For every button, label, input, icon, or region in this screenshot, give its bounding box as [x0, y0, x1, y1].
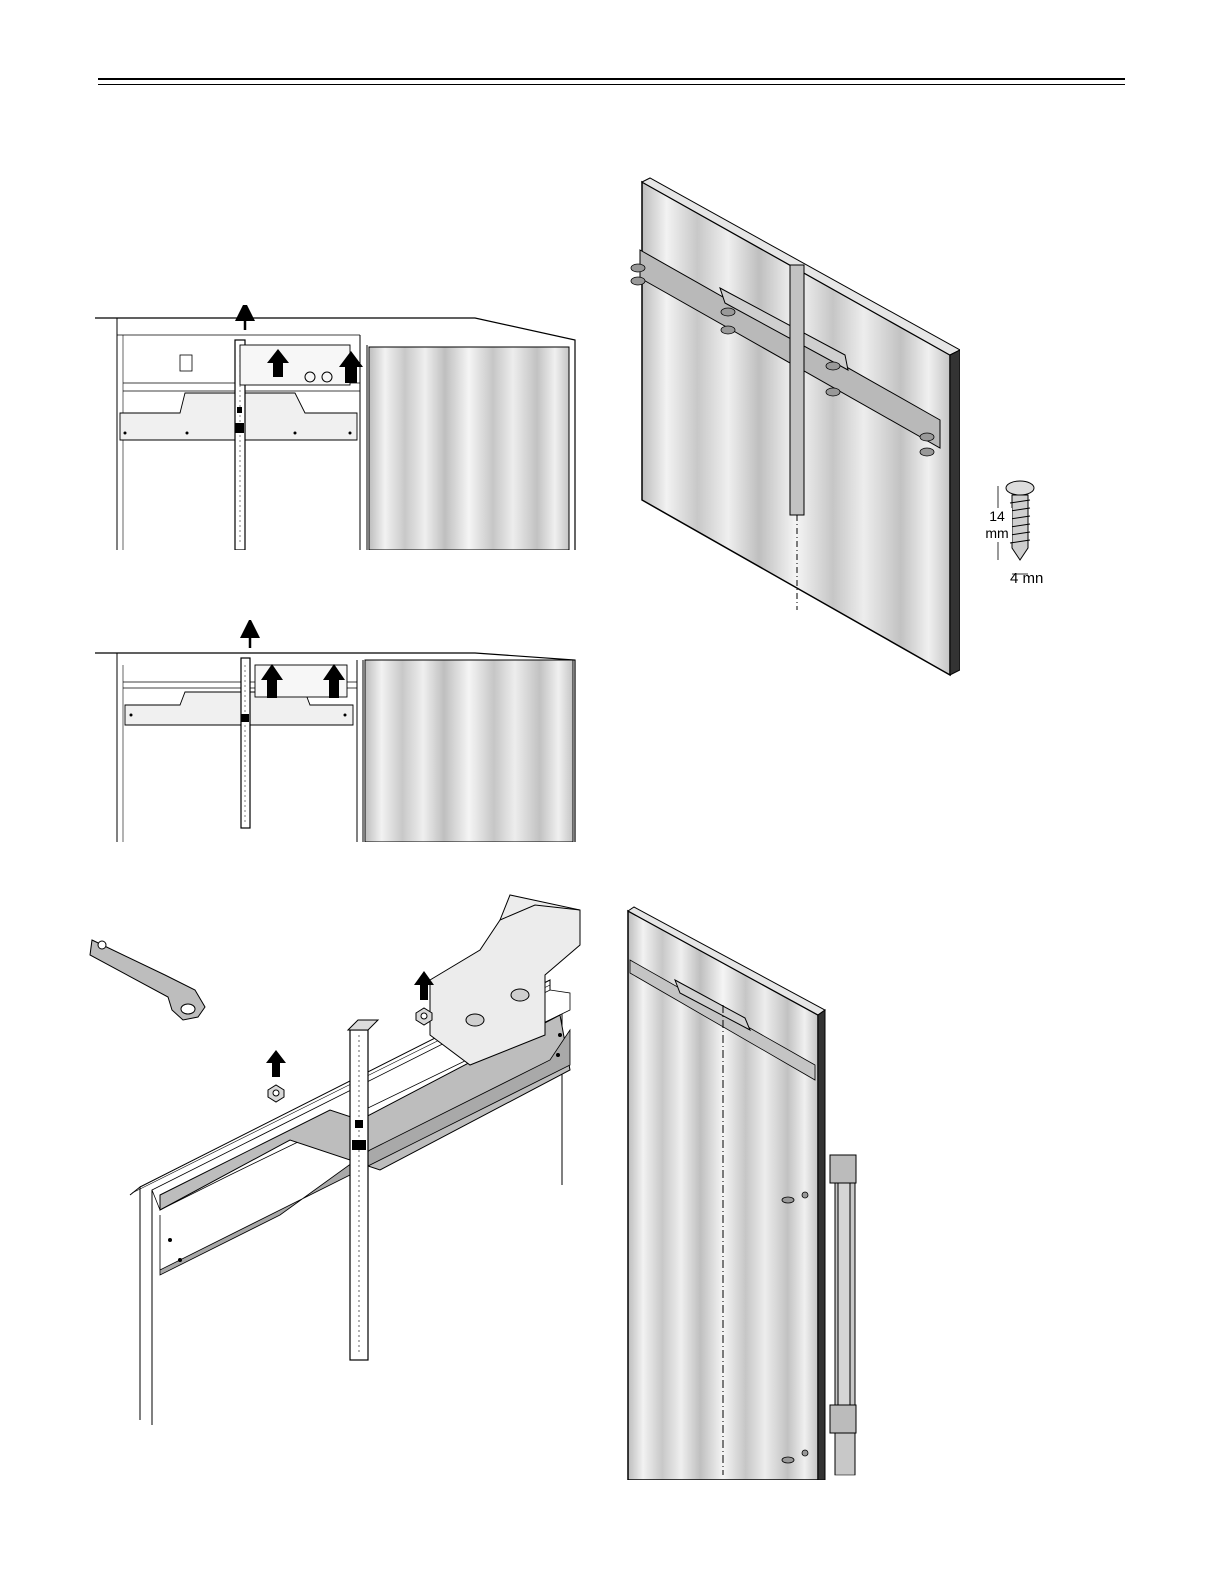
- figure-lift-hinge-1: [95, 305, 580, 550]
- figure-mount-bracket-on-panel: [620, 170, 960, 680]
- figure-attach-handle: [620, 905, 865, 1480]
- figure-remove-nuts-wrench: [80, 885, 590, 1430]
- screw-length-unit: mm: [985, 525, 1008, 541]
- header-rule-thick: [98, 78, 1125, 80]
- screw-length-label: 14 mm: [982, 508, 1012, 542]
- screw-length-value: 14: [989, 508, 1005, 524]
- figure-lift-hinge-2: [95, 620, 580, 842]
- header-rule-thin: [98, 84, 1125, 85]
- screw-diameter-label: 4 mn: [1010, 570, 1043, 587]
